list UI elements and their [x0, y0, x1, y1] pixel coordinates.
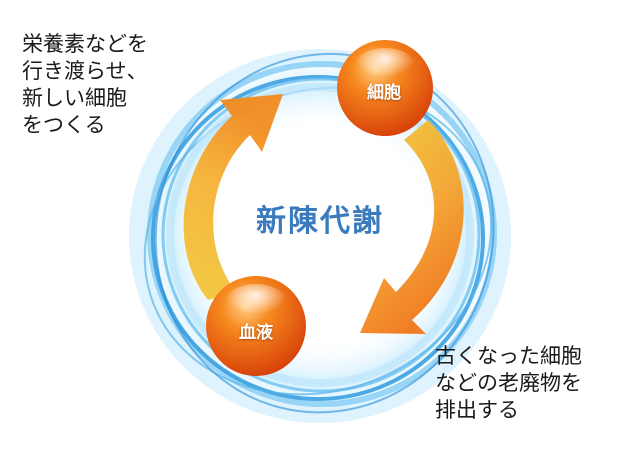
annotation-bottom-right: 古くなった細胞 などの老廃物を 排出する — [435, 344, 582, 422]
arrow-upward — [183, 94, 283, 300]
node-blood-label: 血液 — [239, 323, 273, 343]
node-cell-label: 細胞 — [367, 83, 401, 103]
arrow-downward — [360, 120, 464, 334]
annotation-top-left: 栄養素などを 行き渡らせ、 新しい細胞 をつくる — [22, 32, 148, 137]
node-blood — [206, 276, 306, 376]
node-cell — [337, 40, 433, 136]
center-title: 新陳代謝 — [256, 204, 384, 239]
